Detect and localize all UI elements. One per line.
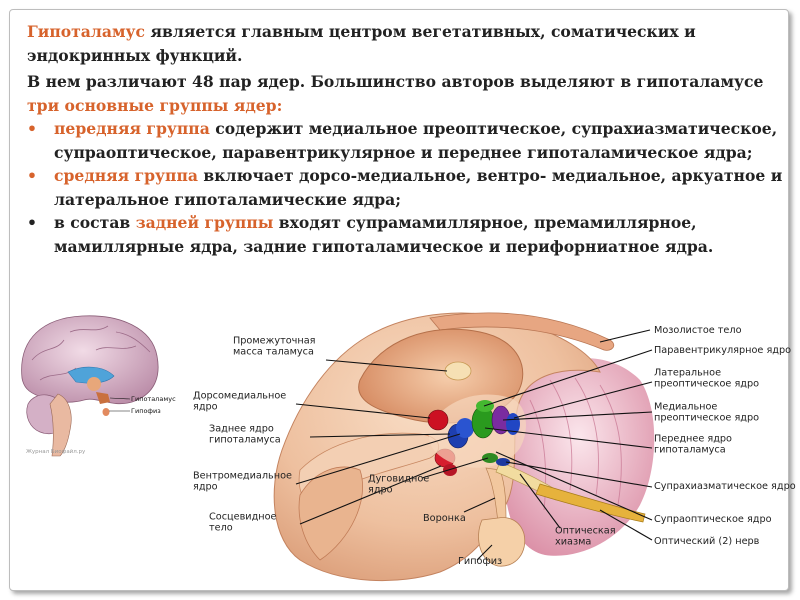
label-pituitary: Гипофиз	[458, 556, 502, 567]
label-optic-nerve: Оптический (2) нерв	[654, 536, 760, 547]
nucleus-dorsomedial-red	[427, 409, 449, 431]
text-block: Гипоталамус является главным центром вег…	[27, 20, 787, 258]
intro-line1-rest: является главным центром вегетативных, с…	[27, 22, 696, 65]
label-suprachiasmatic-nucleus: Супрахиазматическое ядро	[654, 481, 796, 492]
hypothalamus-term: Гипоталамус	[27, 22, 146, 41]
corpus-callosum	[429, 312, 615, 351]
leader-massa-intermedia	[325, 359, 448, 372]
label-paraventricular-nucleus: Паравентрикулярное ядро	[654, 345, 791, 356]
inset-gyri	[31, 325, 151, 381]
inset-watermark: Журнал Биофайл.ру	[26, 448, 86, 455]
inset-brainstem	[49, 393, 72, 457]
label-supraoptic-nucleus: Супраоптическое ядро	[654, 514, 772, 525]
middle-group-text: включает дорсо-медиальное, вентро- медиа…	[54, 166, 783, 209]
pituitary-gland	[478, 517, 526, 567]
posterior-group-term: задней группы	[135, 213, 274, 232]
anterior-group-text: содержит медиальное преоптическое, супра…	[54, 119, 778, 162]
nuclei-count-paragraph: В нем различают 48 пар ядер. Большинство…	[27, 70, 787, 117]
brain-inset: Гипоталамус Гипофиз Журнал Биофайл.ру	[21, 315, 176, 457]
pink-tissue-striations	[529, 377, 622, 511]
label-infundibulum: Воронка	[423, 513, 466, 524]
leader-posterior	[309, 433, 451, 438]
leader-ventromedial	[295, 433, 461, 485]
list-item-posterior-group: • в состав задней группы входят супрамами…	[27, 211, 787, 258]
inset-hypothalamus-region	[96, 392, 110, 404]
bullet-marker: •	[27, 119, 37, 138]
nucleus-suprachiasmatic	[496, 458, 510, 466]
bullet-marker: •	[27, 166, 37, 185]
three-groups-heading: три основные группы ядер:	[27, 95, 283, 115]
inset-cerebrum	[21, 315, 159, 405]
intro-line2: В нем различают 48 пар ядер. Большинство…	[27, 72, 764, 91]
nucleus-blue-right	[506, 413, 520, 435]
brainstem-midbrain	[298, 466, 363, 561]
leader-optic-nerve	[599, 509, 653, 541]
posterior-group-prefix: в состав	[54, 213, 136, 232]
leader-supraoptic	[495, 451, 653, 521]
leader-mammillary	[299, 465, 442, 525]
inset-thalamus	[87, 377, 101, 391]
inset-label-hypothalamus: Гипоталамус	[131, 395, 176, 403]
leader-lines	[295, 329, 653, 561]
leader-corpus-callosum	[599, 329, 651, 343]
leader-infundibulum	[463, 497, 496, 513]
leader-arcuate	[421, 457, 489, 479]
leader-dorsomedial	[295, 403, 431, 419]
intro-paragraph: Гипоталамус является главным центром вег…	[27, 20, 787, 67]
list-item-middle-group: • средняя группа включает дорсо-медиально…	[27, 164, 787, 211]
posterior-group-text: входят супрамамиллярное, премамиллярное,…	[54, 213, 714, 256]
middle-group-term: средняя группа	[54, 166, 198, 185]
inset-pituitary	[102, 408, 110, 416]
leader-pituitary	[476, 544, 493, 561]
anterior-group-term: передняя группа	[54, 119, 210, 138]
nucleus-ventromedial-blue	[456, 418, 474, 438]
leader-medial-preoptic	[502, 411, 653, 421]
massa-intermedia	[444, 361, 472, 381]
optic-nerve	[535, 483, 646, 523]
leader-anterior-hypothalamic	[484, 427, 653, 449]
leader-paraventricular	[483, 349, 653, 407]
inset-label-pituitary: Гипофиз	[131, 407, 161, 415]
list-item-anterior-group: • передняя группа содержит медиальное пре…	[27, 117, 787, 164]
leader-lateral-preoptic	[513, 381, 653, 419]
nucleus-arcuate-green	[482, 453, 498, 463]
inset-ventricle	[67, 366, 115, 384]
leader-suprachiasmatic	[505, 461, 653, 488]
bullet-marker: •	[27, 213, 37, 232]
nuclei-groups-list: • передняя группа содержит медиальное пре…	[27, 117, 787, 258]
leader-optic-chiasm	[519, 473, 561, 529]
label-corpus-callosum: Мозолистое тело	[654, 325, 742, 336]
main-anatomy	[273, 312, 655, 582]
